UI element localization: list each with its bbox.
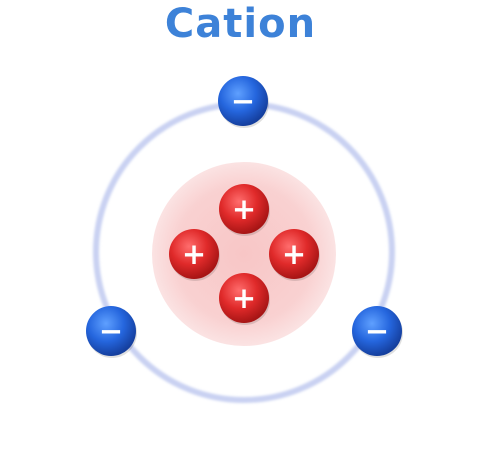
electron: − [352, 306, 403, 358]
electron-sign: − [365, 314, 389, 348]
proton-sign: + [282, 237, 306, 271]
electron-group: − − − [86, 76, 403, 358]
proton-sign: + [182, 237, 206, 271]
electron-sign: − [99, 314, 123, 348]
proton: + [169, 229, 220, 281]
proton-sign: + [232, 281, 256, 315]
proton: + [219, 184, 270, 236]
proton-group: + + + + [169, 184, 320, 325]
electron: − [218, 76, 269, 128]
diagram-title: Cation [164, 1, 317, 47]
proton: + [269, 229, 320, 281]
proton: + [219, 273, 270, 325]
electron-sign: − [231, 84, 255, 118]
proton-sign: + [232, 192, 256, 226]
electron: − [86, 306, 137, 358]
nucleus [152, 162, 336, 346]
